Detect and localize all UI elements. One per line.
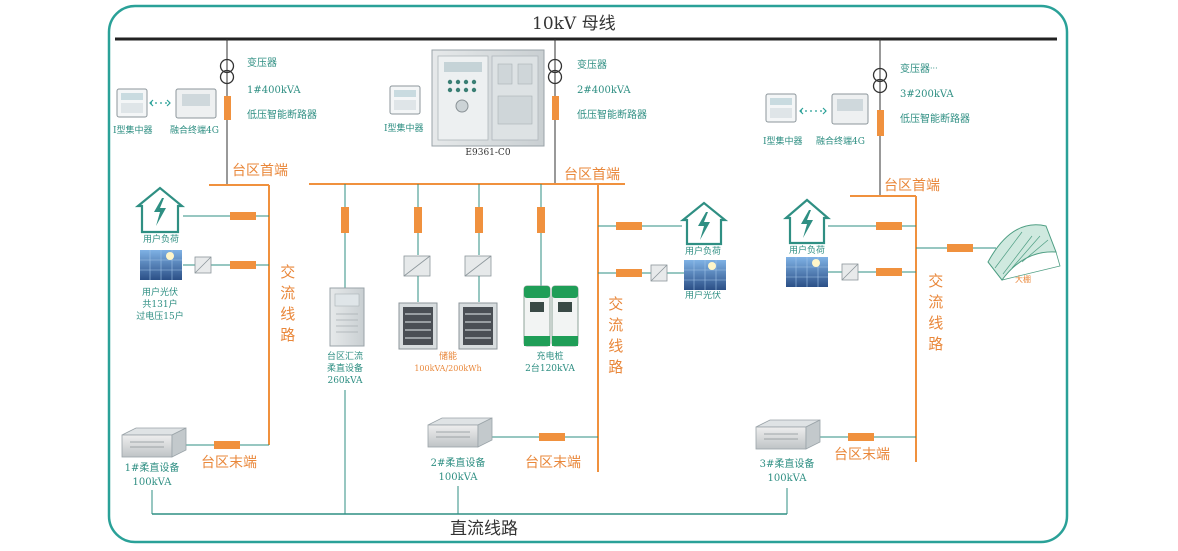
zone3-breaker-icon (877, 110, 884, 136)
zone2-head-label: 台区首端 (564, 167, 620, 183)
zone2-hub-line2: 柔直设备 (326, 364, 363, 374)
zone1-tail-breaker (214, 441, 240, 449)
zone1-inverter-icon (194, 256, 212, 274)
zone2-storage1-cabinet-icon (398, 302, 438, 350)
zone3-tail-label: 台区末端 (834, 447, 890, 463)
zone1-breaker-icon (224, 96, 231, 120)
zone2-hub-breaker (341, 207, 349, 233)
zone3-dc-device-icon (755, 419, 821, 450)
zone1-transformer-name: 变压器 (247, 58, 277, 69)
zone1-transformer-icon (219, 58, 235, 85)
zone2-storage2-cabinet-icon (458, 302, 498, 350)
zone2-breaker-label: 低压智能断路器 (577, 110, 647, 121)
zone2-hub-line3: 260kVA (327, 376, 363, 386)
zone2-user-load-icon (679, 201, 729, 246)
zone3-greenhouse-breaker (947, 244, 973, 252)
zone3-ac-line-label: 交流线路 (926, 273, 945, 357)
zone3 (755, 39, 1061, 514)
zone1-load-breaker (230, 212, 256, 220)
zone2-transformer-name: 变压器 (577, 60, 607, 71)
zone3-transformer-name: 变压器··· (900, 64, 938, 75)
zone2-e9361-cabinet-icon (431, 49, 545, 147)
zone2-concentrator-icon (389, 85, 421, 115)
zone2-inverter-icon (650, 264, 668, 282)
zone2-cabinet-label: E9361-C0 (465, 148, 511, 158)
zone2-storage1-inverter-icon (403, 255, 431, 277)
zone1-pv-line3: 过电压15户 (136, 312, 184, 322)
zone2-pv-breaker (616, 269, 642, 277)
zone1-user-load-icon (134, 186, 186, 234)
zone2-storage1-breaker (414, 207, 422, 233)
zone3-terminal-label: 融合终端4G (816, 137, 865, 147)
zone2-hub-line1: 台区汇流 (326, 352, 363, 362)
zone1-dc-device-icon (121, 427, 187, 458)
zone3-greenhouse-icon (987, 224, 1061, 281)
zone1-terminal-label: 融合终端4G (170, 126, 219, 136)
zone1-breaker-label: 低压智能断路器 (247, 110, 317, 121)
zone2-hub-cabinet-icon (329, 287, 365, 347)
zone3-breaker-label: 低压智能断路器 (900, 114, 970, 125)
zone2-charger-rating: 2台120kVA (525, 364, 575, 374)
zone1-concentrator-label: I型集中器 (113, 126, 153, 136)
zone2-charger-breaker (537, 207, 545, 233)
zone2-tail-breaker (539, 433, 565, 441)
zone3-concentrator-icon (765, 93, 797, 123)
zone1-device-rating: 100kVA (132, 477, 172, 488)
zone2-storage-rating: 100kVA/200kWh (414, 364, 482, 373)
zone1-pv-line1: 用户光伏 (141, 288, 178, 298)
zone2-storage-name: 储能 (438, 352, 457, 362)
zone1 (116, 39, 270, 514)
zone1-fusion-terminal-icon (175, 88, 217, 119)
zone2-breaker-icon (552, 96, 559, 120)
zone2-load-label: 用户负荷 (684, 247, 721, 257)
bus-label: 10kV 母线 (532, 14, 616, 34)
zone1-tail-label: 台区末端 (201, 455, 257, 471)
zone1-transformer-rating: 1#400kVA (247, 85, 301, 96)
zone3-pv-panel-icon (786, 257, 828, 287)
zone3-user-load-icon (783, 198, 831, 245)
zone2-device-name: 2#柔直设备 (430, 458, 486, 469)
zone2-storage2-breaker (475, 207, 483, 233)
zone3-concentrator-label: I型集中器 (763, 137, 803, 147)
zone3-head-label: 台区首端 (884, 178, 940, 194)
zone3-fusion-terminal-icon (831, 93, 869, 125)
zone1-ac-line-label: 交流线路 (278, 264, 297, 348)
zone1-pv-line2: 共131户 (142, 300, 178, 310)
zone1-concentrator-icon (116, 88, 148, 118)
zone2-dc-device-icon (427, 417, 493, 448)
zone2-concentrator-label: I型集中器 (384, 124, 424, 134)
zone3-tail-breaker (848, 433, 874, 441)
zone3-load-label: 用户负荷 (788, 246, 825, 256)
zone2-device-rating: 100kVA (438, 472, 478, 483)
zone3-transformer-icon (872, 67, 888, 94)
zone1-load-label: 用户负荷 (142, 235, 179, 245)
zone3-device-rating: 100kVA (767, 473, 807, 484)
zone1-head-label: 台区首端 (232, 163, 288, 179)
zone3-transformer-rating: 3#200kVA (900, 89, 954, 100)
zone2-charger-icon (523, 285, 579, 347)
zone2-charger-name: 充电桩 (536, 352, 564, 362)
zone3-pv-breaker (876, 268, 902, 276)
zone3-greenhouse-label: 大棚 (1015, 275, 1031, 284)
zone2 (309, 39, 729, 514)
zone3-load-breaker (876, 222, 902, 230)
dc-line-label: 直流线路 (450, 519, 518, 539)
diagram-frame (107, 4, 1069, 544)
zone3-device-name: 3#柔直设备 (759, 459, 815, 470)
zone3-inverter-icon (841, 263, 859, 281)
zone2-ac-line-label: 交流线路 (606, 296, 625, 380)
zone2-load-breaker (616, 222, 642, 230)
zone2-transformer-rating: 2#400kVA (577, 85, 631, 96)
zone1-pv-breaker (230, 261, 256, 269)
zone2-storage2-inverter-icon (464, 255, 492, 277)
zone2-transformer-icon (547, 58, 563, 85)
zone2-pv-panel-icon (684, 260, 726, 290)
zone2-pv-label: 用户光伏 (684, 291, 721, 299)
zone2-tail-label: 台区末端 (525, 455, 581, 471)
zone1-device-name: 1#柔直设备 (124, 463, 180, 474)
zone1-pv-panel-icon (140, 250, 182, 280)
